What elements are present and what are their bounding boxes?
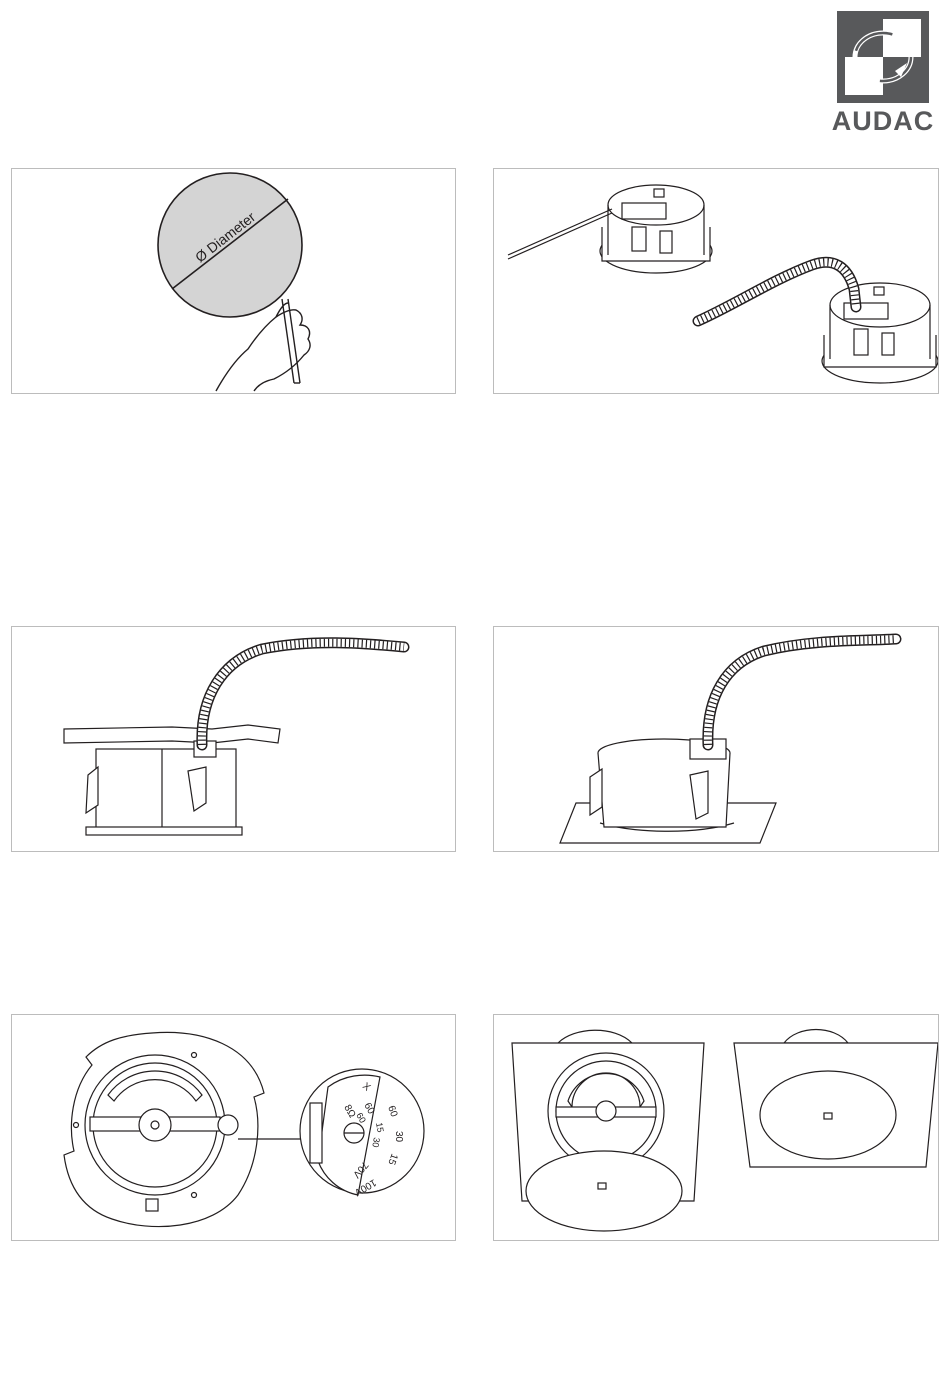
- ceiling-insert-illustration: [12, 627, 456, 852]
- step-tap-selection-panel: 8Ω X 60 60 30 15 100V 70V 30 15 60: [11, 1014, 456, 1241]
- tap-selector-illustration: 8Ω X 60 60 30 15 100V 70V 30 15 60: [12, 1015, 456, 1241]
- step-attach-grille-panel: [493, 1014, 939, 1241]
- step-connect-cable-panel: [493, 168, 939, 394]
- step-cut-hole-panel: Ø Diameter: [11, 168, 456, 394]
- cable-connection-illustration: [494, 169, 939, 394]
- step-mounted-speaker-panel: [493, 626, 939, 852]
- cut-hole-illustration: Ø Diameter: [12, 169, 456, 394]
- audac-logo-mark-icon: [837, 11, 929, 103]
- mounted-speaker-illustration: [494, 627, 939, 852]
- tap-label-30a: 30: [393, 1131, 404, 1143]
- tap-label-15b: 15: [374, 1122, 386, 1134]
- grille-attach-illustration: [494, 1015, 939, 1241]
- tap-label-30b: 30: [370, 1137, 382, 1149]
- audac-logo: AUDAC: [827, 11, 939, 131]
- step-insert-speaker-panel: [11, 626, 456, 852]
- brand-name: AUDAC: [827, 106, 939, 137]
